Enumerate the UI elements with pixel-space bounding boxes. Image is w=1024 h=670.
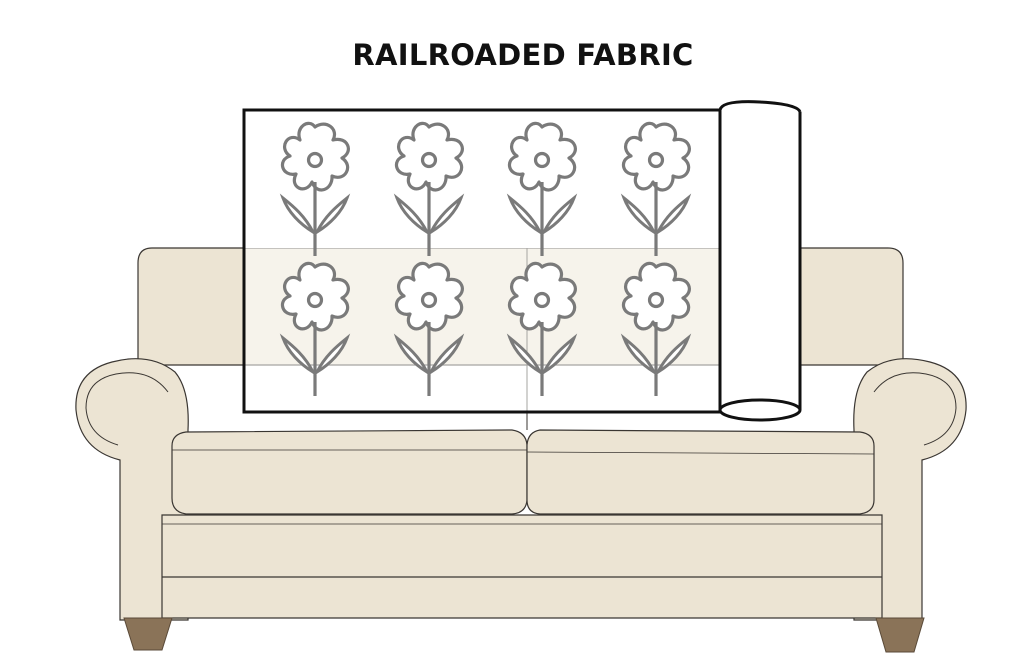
sofa-left-arm (75, 358, 189, 621)
diagram-title: RAILROADED FABRIC (352, 38, 694, 72)
seat-cushion-left (171, 429, 528, 515)
seat-cushion-right (526, 429, 875, 515)
sofa-leg-right (875, 617, 925, 653)
sofa-base (161, 514, 883, 619)
sofa-leg-left (123, 617, 173, 651)
rolled-fabric-icon (718, 100, 802, 422)
